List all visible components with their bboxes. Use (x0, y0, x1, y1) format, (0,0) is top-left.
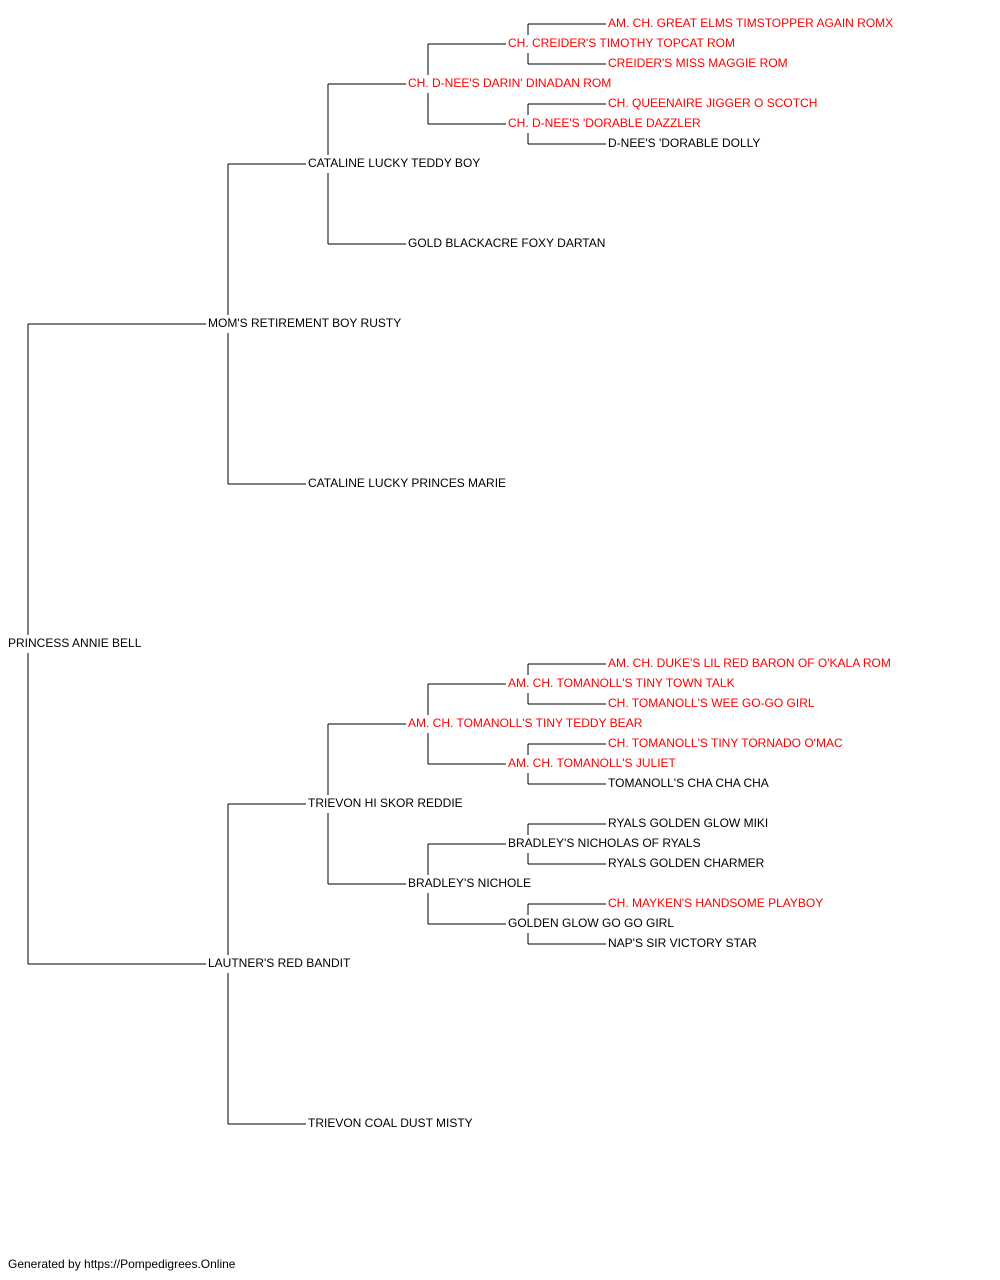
pedigree-dam-gen3: GOLD BLACKACRE FOXY DARTAN (408, 236, 606, 250)
pedigree-sire-gen4: BRADLEY'S NICHOLAS OF RYALS (508, 836, 701, 850)
pedigree-sire-gen5: CH. MAYKEN'S HANDSOME PLAYBOY (608, 896, 824, 910)
pedigree-dam-gen5: CH. TOMANOLL'S WEE GO-GO GIRL (608, 696, 815, 710)
pedigree-sire-gen5: AM. CH. DUKE'S LIL RED BARON OF O'KALA R… (608, 656, 891, 670)
pedigree-sire-gen2: TRIEVON HI SKOR REDDIE (308, 796, 463, 810)
pedigree-sire-gen3: CH. D-NEE'S DARIN' DINADAN ROM (408, 76, 612, 90)
pedigree-sire-gen2: CATALINE LUCKY TEDDY BOY (308, 156, 481, 170)
pedigree-sire-gen5: AM. CH. GREAT ELMS TIMSTOPPER AGAIN ROMX (608, 16, 894, 30)
pedigree-dam-gen2: CATALINE LUCKY PRINCES MARIE (308, 476, 507, 490)
pedigree-sire-gen5: CH. TOMANOLL'S TINY TORNADO O'MAC (608, 736, 843, 750)
pedigree-dam-gen3: BRADLEY'S NICHOLE (408, 876, 531, 890)
pedigree-sire-gen1: MOM'S RETIREMENT BOY RUSTY (208, 316, 402, 330)
pedigree-dam-gen4: AM. CH. TOMANOLL'S JULIET (508, 756, 676, 770)
pedigree-dam-gen5: NAP'S SIR VICTORY STAR (608, 936, 757, 950)
pedigree-dam-gen4: CH. D-NEE'S 'DORABLE DAZZLER (508, 116, 701, 130)
pedigree-dam-gen5: RYALS GOLDEN CHARMER (608, 856, 765, 870)
pedigree-dam-gen1: LAUTNER'S RED BANDIT (208, 956, 351, 970)
pedigree-dam-gen5: TOMANOLL'S CHA CHA CHA (608, 776, 769, 790)
pedigree-dam-gen2: TRIEVON COAL DUST MISTY (308, 1116, 473, 1130)
pedigree-dam-gen5: CREIDER'S MISS MAGGIE ROM (608, 56, 788, 70)
pedigree-sire-gen5: RYALS GOLDEN GLOW MIKI (608, 816, 769, 830)
pedigree-sire-gen3: AM. CH. TOMANOLL'S TINY TEDDY BEAR (408, 716, 643, 730)
pedigree-dam-gen5: D-NEE'S 'DORABLE DOLLY (608, 136, 761, 150)
pedigree-sire-gen5: CH. QUEENAIRE JIGGER O SCOTCH (608, 96, 818, 110)
pedigree-sire-gen4: AM. CH. TOMANOLL'S TINY TOWN TALK (508, 676, 735, 690)
pedigree-sire-gen4: CH. CREIDER'S TIMOTHY TOPCAT ROM (508, 36, 735, 50)
footer-credit: Generated by https://Pompedigrees.Online (8, 1257, 236, 1271)
subject-dog-name: PRINCESS ANNIE BELL (8, 636, 142, 650)
pedigree-dam-gen4: GOLDEN GLOW GO GO GIRL (508, 916, 675, 930)
